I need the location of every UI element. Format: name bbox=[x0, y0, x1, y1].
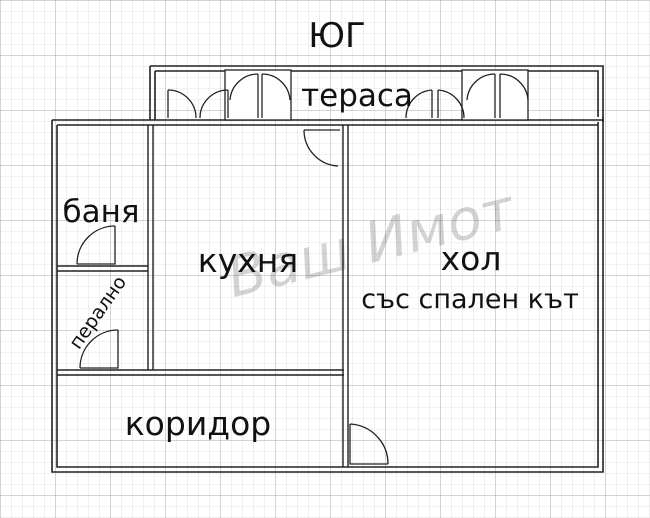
room-label-living: хол bbox=[441, 239, 502, 278]
room-label-corridor: коридор bbox=[125, 404, 271, 443]
room-label-terrace: тераса bbox=[301, 78, 413, 114]
interior-walls bbox=[57, 125, 349, 467]
outer-walls bbox=[51, 65, 604, 473]
direction-label: ЮГ bbox=[308, 16, 365, 56]
room-label-living-sub: със спален кът bbox=[361, 284, 579, 315]
room-label-kitchen: кухня bbox=[198, 241, 298, 280]
terrace-doors bbox=[167, 69, 529, 121]
room-doors bbox=[76, 129, 389, 465]
room-label-bathroom: баня bbox=[62, 194, 139, 230]
